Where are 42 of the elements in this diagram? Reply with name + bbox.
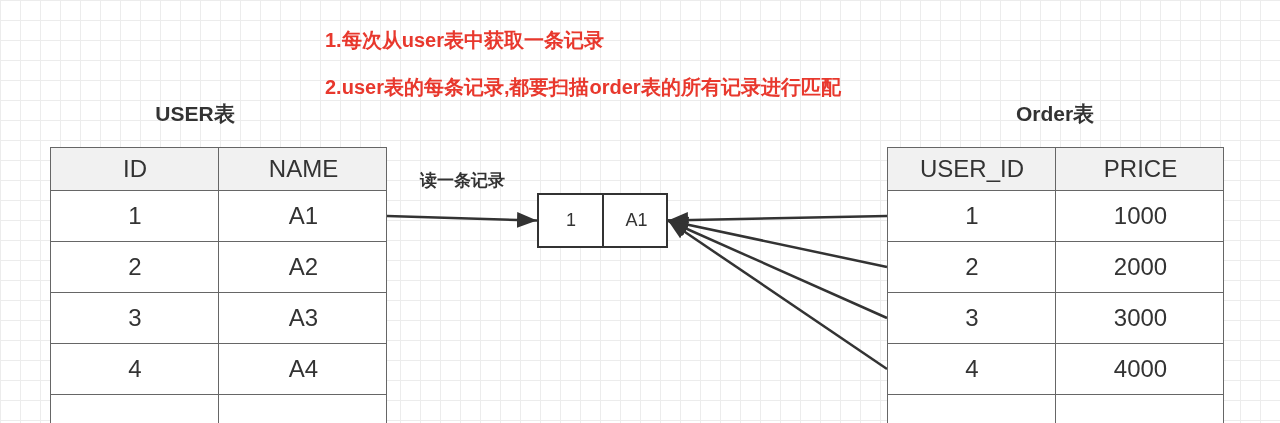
note-text: 2.user表的每条记录,都要扫描order表的所有记录进行匹配 (325, 75, 841, 100)
table-row (887, 343, 1224, 395)
table-row (887, 241, 1224, 293)
table-row (50, 241, 387, 293)
table-cell-text: 2 (127, 252, 143, 282)
column-header: ID (122, 154, 148, 184)
table-cell-text: 1000 (1112, 201, 1169, 231)
table-cell-text: 2 (964, 252, 980, 282)
column-header: NAME (267, 154, 340, 184)
header-row (887, 147, 1224, 191)
header-row (50, 147, 387, 191)
table-cell-text: 3 (127, 303, 143, 333)
record-value: 1 (565, 209, 577, 232)
table-cell-text: 4000 (1112, 354, 1169, 384)
table-row (887, 190, 1224, 242)
table-row (50, 394, 387, 423)
table-row (50, 343, 387, 395)
table-row (887, 292, 1224, 344)
table-cell-text: 1 (964, 201, 980, 231)
arrow (667, 212, 888, 229)
table-row (887, 394, 1224, 423)
table-title: Order表 (1015, 101, 1095, 127)
column-header: USER_ID (919, 154, 1025, 184)
table-cell-text: 3000 (1112, 303, 1169, 333)
table-row (50, 190, 387, 242)
column-header: PRICE (1102, 154, 1179, 184)
record-value: A1 (624, 209, 649, 232)
table-cell-text: 2000 (1112, 252, 1169, 282)
table-cell-text: A2 (287, 252, 320, 282)
table-cell-text: 3 (964, 303, 980, 333)
note-text: 1.每次从user表中获取一条记录 (325, 28, 604, 53)
edge-label: 读一条记录 (419, 170, 505, 192)
table-cell-text: 1 (127, 201, 143, 231)
table-cell-text: A4 (287, 354, 320, 384)
record-box (537, 193, 668, 248)
table-cell-text: 4 (964, 354, 980, 384)
table-cell-text: 4 (127, 354, 143, 384)
table-cell-text: A3 (287, 303, 320, 333)
arrow (386, 211, 538, 228)
table-row (50, 292, 387, 344)
table-cell-text: A1 (287, 201, 320, 231)
table-title: USER表 (155, 101, 235, 127)
